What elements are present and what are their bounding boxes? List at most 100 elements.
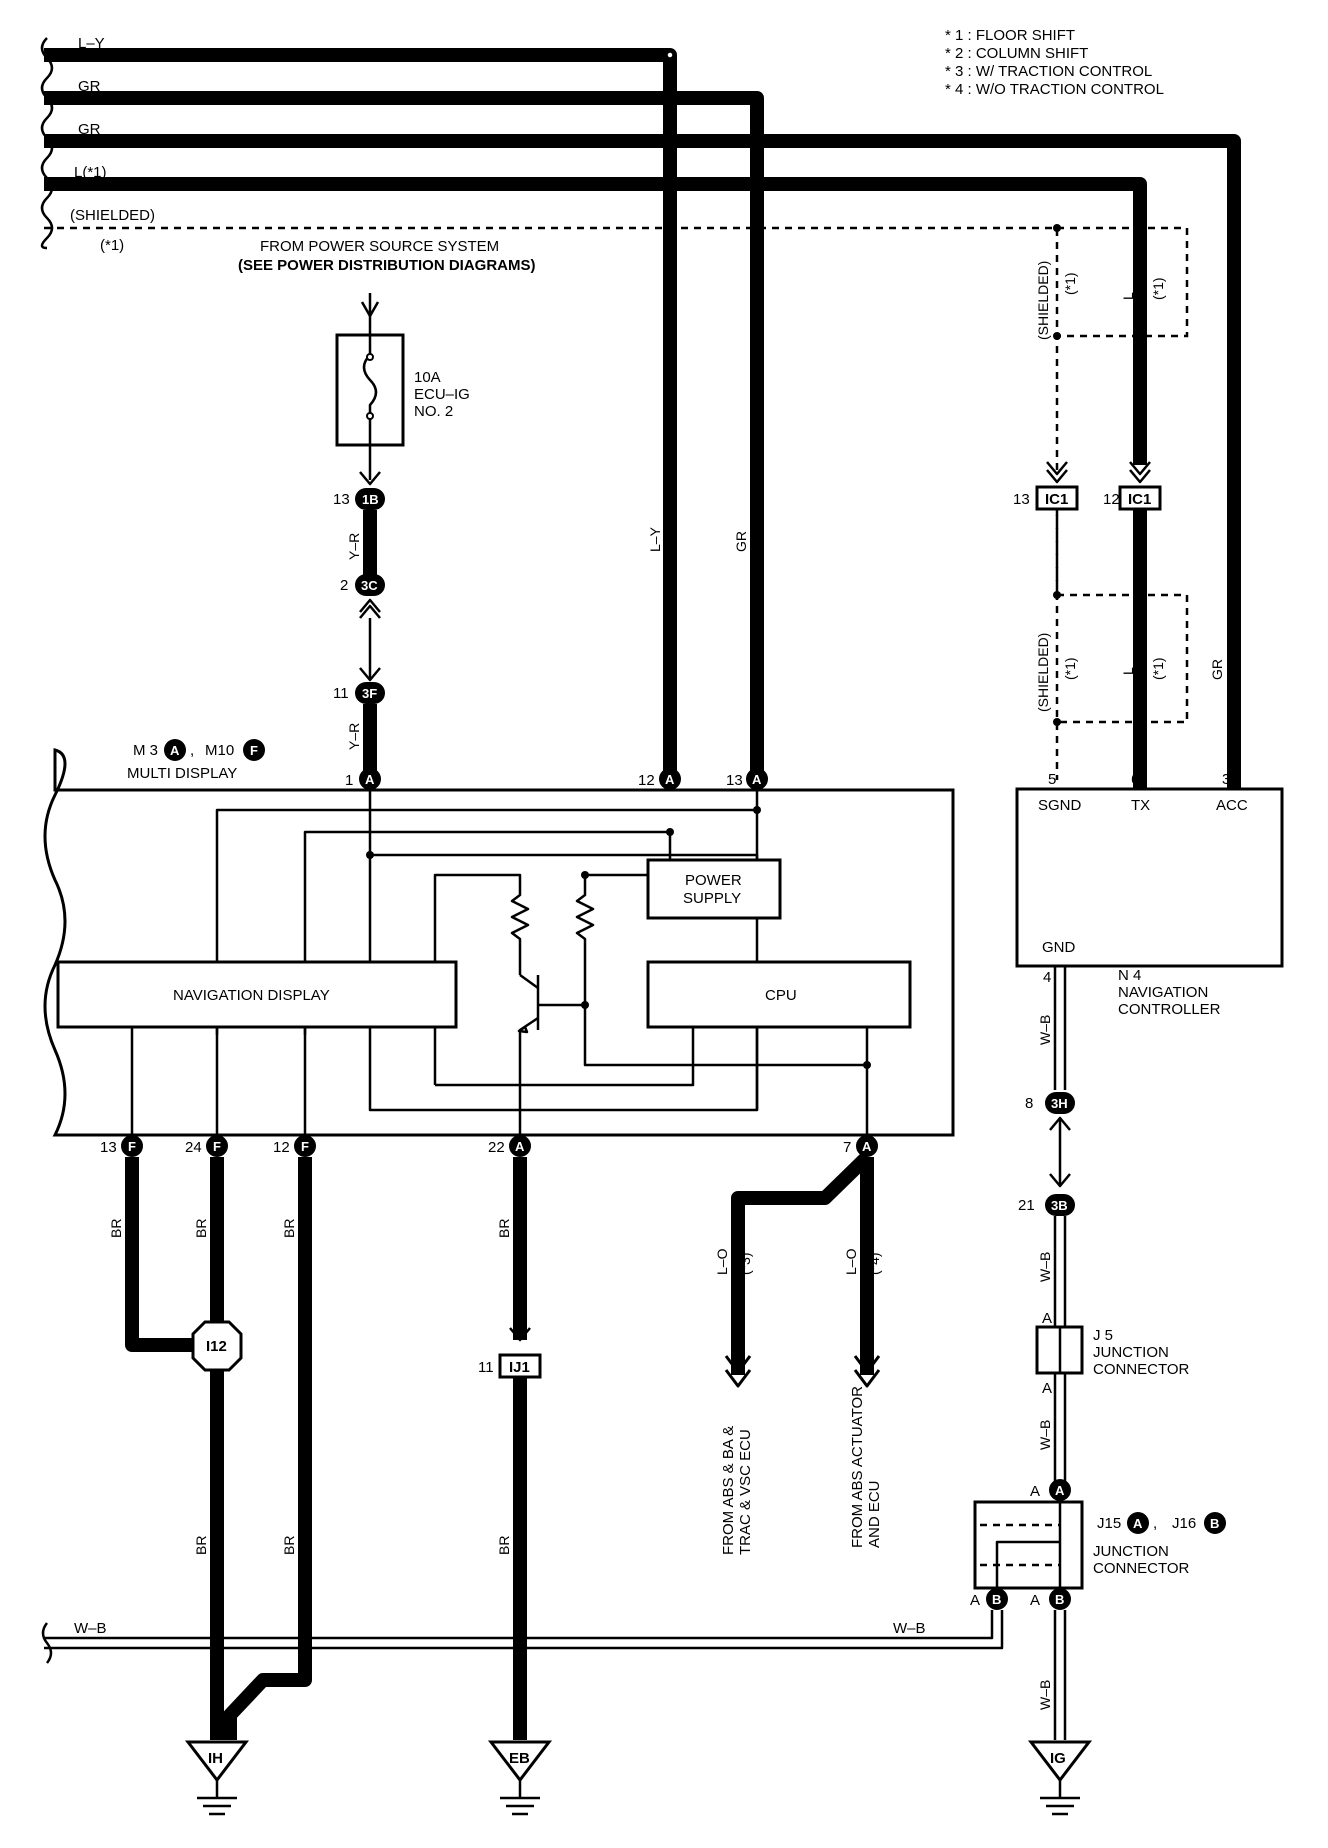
multi-display: M 3 A , M10 F MULTI DISPLAY 1 A 12 A 13 … xyxy=(43,739,955,1157)
j15-pin-top-term: A xyxy=(1055,1483,1065,1498)
wire-lo-2: L–O xyxy=(843,1248,859,1275)
fuse-name2: NO. 2 xyxy=(414,403,453,420)
power-supply-line2: SUPPLY xyxy=(683,890,741,907)
md-bpin-24-term: F xyxy=(213,1139,221,1154)
fuse-rating: 10A xyxy=(414,369,441,386)
wire-wb-2: W–B xyxy=(1037,1252,1053,1282)
j15-id1: J15 xyxy=(1097,1515,1121,1532)
wire-label-ly: L–Y xyxy=(78,35,105,52)
power-source: FROM POWER SOURCE SYSTEM (SEE POWER DIST… xyxy=(238,238,536,486)
navigation-controller: 5 6 3 SGND TX ACC GND 4 N 4 NAVIGATION C… xyxy=(1015,771,1284,1018)
wire-wb-3: W–B xyxy=(1037,1420,1053,1450)
power-source-line2: (SEE POWER DISTRIBUTION DIAGRAMS) xyxy=(238,257,536,274)
md-pin-13: 13 xyxy=(726,772,743,789)
md-label1-term: A xyxy=(170,743,180,758)
ground-ih-label: IH xyxy=(208,1750,223,1767)
nav-pin-3: 3 xyxy=(1222,771,1230,788)
ic1-12-pin: 12 xyxy=(1103,491,1120,508)
ic1-13-id: IC1 xyxy=(1045,491,1068,508)
cpu-label: CPU xyxy=(765,987,797,1004)
wb-right-chain: W–B 8 3H 21 3B W–B A J 5 JUNCTION CONNEC… xyxy=(970,966,1226,1740)
conn-11-3f-id: 3F xyxy=(362,686,377,701)
shield-l-1: L xyxy=(1120,292,1136,300)
wire-gr-right: GR xyxy=(1209,659,1225,680)
ground-ih: IH xyxy=(184,1740,250,1816)
conn-11-3f-pin: 11 xyxy=(333,685,349,702)
ground-ig-label: IG xyxy=(1050,1750,1066,1767)
bottom-wb-line: W–B W–B xyxy=(44,1610,1004,1650)
md-comma: , xyxy=(190,742,194,759)
navigation-display-block xyxy=(56,960,458,1029)
note-1: * 1 : FLOOR SHIFT xyxy=(945,27,1075,44)
shield-star-2: (*1) xyxy=(1062,657,1078,680)
j15-term2: B xyxy=(1210,1516,1219,1531)
wire-label-gr1: GR xyxy=(78,78,101,95)
md-bpin-12-term: F xyxy=(301,1139,309,1154)
wire-wb-4: W–B xyxy=(1037,1680,1053,1710)
wire-ly-vertical: L–Y xyxy=(647,526,663,552)
wire-br-5: BR xyxy=(281,1536,297,1555)
j15-name1: JUNCTION xyxy=(1093,1543,1169,1560)
wire-br-3: BR xyxy=(193,1536,209,1555)
j15-name2: CONNECTOR xyxy=(1093,1560,1190,1577)
power-supply-line1: POWER xyxy=(685,872,742,889)
j15-comma: , xyxy=(1153,1515,1157,1532)
nav-pin-6: 6 xyxy=(1131,771,1139,788)
power-source-line1: FROM POWER SOURCE SYSTEM xyxy=(260,238,499,255)
wire-yr-1: Y–R xyxy=(346,533,362,560)
wire-label-shielded: (SHIELDED) xyxy=(70,207,155,224)
cpu-block xyxy=(646,960,912,1029)
md-bpin-7: 7 xyxy=(843,1139,851,1156)
conn-11-ij1-pin: 11 xyxy=(478,1359,494,1376)
nav-gnd-pin: 4 xyxy=(1043,969,1051,986)
conn-8-3h-id: 3H xyxy=(1051,1096,1068,1111)
junction-i12-label: I12 xyxy=(206,1338,227,1355)
wire-wb-1: W–B xyxy=(1037,1015,1053,1045)
j5-name2: CONNECTOR xyxy=(1093,1361,1190,1378)
wire-br-7: BR xyxy=(496,1536,512,1555)
nav-name2: CONTROLLER xyxy=(1118,1001,1221,1018)
bottom-wb-right: W–B xyxy=(893,1620,926,1637)
footnotes: * 1 : FLOOR SHIFT * 2 : COLUMN SHIFT * 3… xyxy=(945,27,1164,98)
md-label2: M10 xyxy=(205,742,234,759)
md-bpin-13-term: F xyxy=(128,1139,136,1154)
note-2: * 2 : COLUMN SHIFT xyxy=(945,45,1088,62)
from-abs-actuator-line1: FROM ABS ACTUATOR xyxy=(849,1386,866,1548)
power-supply-block xyxy=(646,858,782,920)
wire-label-star1: (*1) xyxy=(100,237,124,254)
j15-pin-top: A xyxy=(1030,1483,1040,1500)
j15-box xyxy=(973,1500,1084,1590)
md-name: MULTI DISPLAY xyxy=(127,765,237,782)
j15-pin-bl: A xyxy=(970,1592,980,1609)
wire-label-l1: L(*1) xyxy=(74,164,107,181)
shield-l-2: L xyxy=(1120,667,1136,675)
conn-21-3b-pin: 21 xyxy=(1018,1197,1035,1214)
nav-gnd: GND xyxy=(1042,939,1076,956)
wire-lo-star3: (*3) xyxy=(737,1252,753,1275)
j15-pin-br: A xyxy=(1030,1592,1040,1609)
wire-br-4: BR xyxy=(281,1219,297,1238)
md-bpin-22: 22 xyxy=(488,1139,505,1156)
wire-br-1: BR xyxy=(108,1219,124,1238)
nav-name1: NAVIGATION xyxy=(1118,984,1208,1001)
nav-id: N 4 xyxy=(1118,967,1141,984)
md-bpin-7-term: A xyxy=(862,1139,872,1154)
yr-chain: 13 1B Y–R 2 3C 11 3F Y–R xyxy=(333,488,385,775)
j5-pin-bottom: A xyxy=(1042,1380,1052,1397)
from-abs-ba-line2: TRAC & VSC ECU xyxy=(737,1429,754,1555)
j5-pin-top: A xyxy=(1042,1310,1052,1327)
j5-id: J 5 xyxy=(1093,1327,1113,1344)
junction-i12 xyxy=(191,1320,243,1372)
conn-ij1-id: IJ1 xyxy=(509,1359,530,1376)
top-wires: L–Y GR GR L(*1) (SHIELDED) (*1) xyxy=(44,35,1241,789)
ic1-connectors: 13 IC1 12 IC1 xyxy=(1013,461,1162,789)
md-pin-13-term: A xyxy=(752,772,762,787)
j15-pin-br-term: B xyxy=(1055,1592,1064,1607)
j15-term1: A xyxy=(1133,1516,1143,1531)
shielded-loops: (SHIELDED) (*1) L (*1) (SHIELDED) (*1) L… xyxy=(1035,226,1225,780)
ic1-13-pin: 13 xyxy=(1013,491,1030,508)
navigation-display-label: NAVIGATION DISPLAY xyxy=(173,987,330,1004)
shield-star-2b: (*1) xyxy=(1150,657,1166,680)
fuse-name1: ECU–IG xyxy=(414,386,470,403)
